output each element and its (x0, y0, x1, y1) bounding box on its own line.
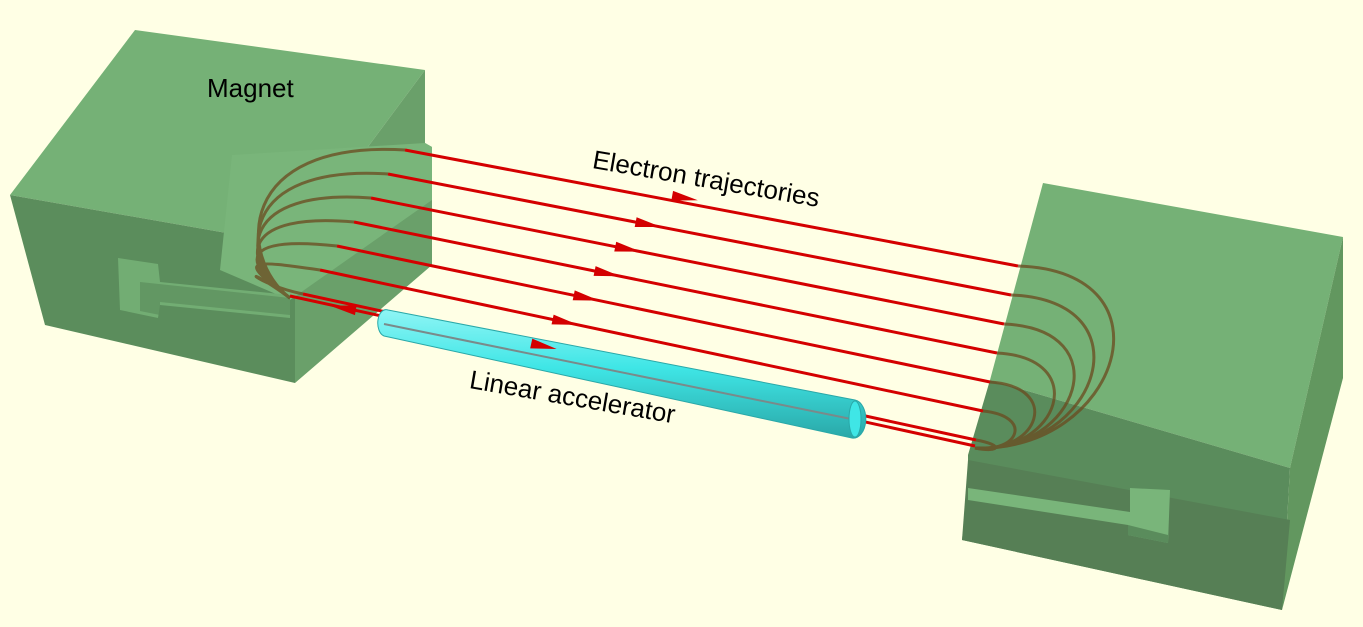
trajectory-line (353, 220, 998, 355)
right-magnet (962, 183, 1343, 610)
direction-arrow (530, 338, 557, 350)
left-magnet-slot (118, 258, 290, 318)
left-hidden-orbit-arcs (254, 147, 406, 300)
direction-arrow (671, 190, 698, 201)
magnet-label: Magnet (207, 73, 294, 103)
direction-arrow (614, 241, 641, 252)
right-magnet-top (990, 183, 1343, 468)
trajectory-line (319, 268, 984, 413)
linear-accelerator-tube (377, 309, 867, 439)
trajectory-line (387, 172, 1012, 297)
right-orbit-arc (974, 438, 997, 452)
direction-arrow (330, 305, 357, 316)
right-magnet-ledge (962, 460, 1290, 610)
left-orbit-arc (254, 274, 304, 300)
trajectory-line (370, 196, 1005, 326)
right-hidden-orbit-arcs (974, 264, 1116, 452)
left-magnet (10, 30, 432, 383)
direction-arrow (551, 314, 579, 325)
right-magnet-side (1282, 237, 1343, 610)
right-orbit-arc (974, 409, 1017, 450)
right-magnet-slot (968, 488, 1170, 543)
direction-arrow (634, 217, 662, 228)
direction-arrow (593, 266, 621, 277)
direction-arrow (572, 290, 600, 301)
trajectory-line (404, 148, 1019, 268)
trajectory-line (336, 244, 991, 384)
trajectory-direction-arrows (330, 190, 698, 350)
